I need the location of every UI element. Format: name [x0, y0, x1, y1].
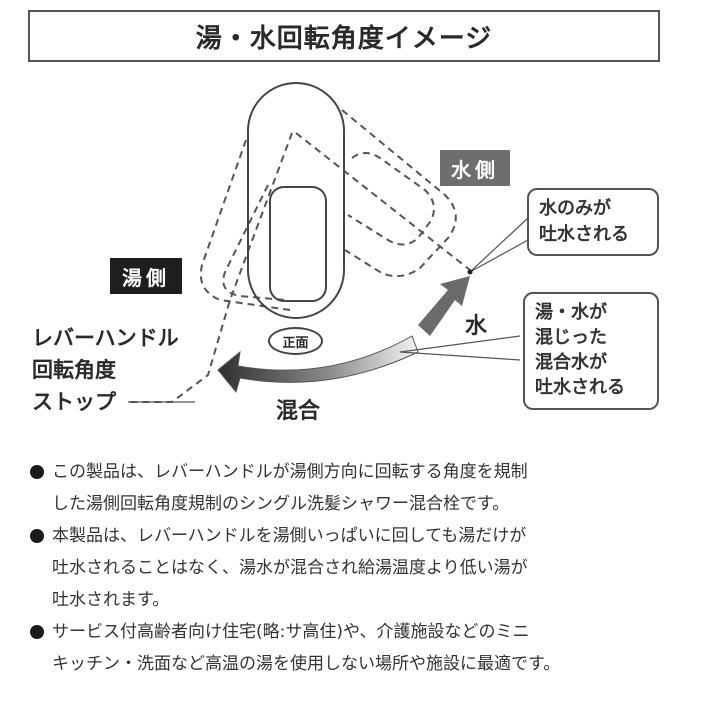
bullet-icon — [30, 456, 52, 520]
water-arrow — [418, 276, 470, 336]
leader-lines — [128, 217, 529, 403]
callout-line: 混合水が — [535, 352, 607, 373]
handle-water-position-outline — [295, 109, 471, 278]
note-line: 本製品は、レバーハンドルを湯側いっぱいに回しても湯だけが — [52, 526, 527, 546]
callout-water-only: 水のみが 吐水される — [527, 188, 659, 256]
note-line: した湯側回転角度規制のシングル洗髪シャワー混合栓です。 — [52, 494, 510, 514]
callout-line: 湯・水が — [535, 302, 607, 323]
bullet-icon — [30, 520, 52, 616]
note-line: 吐水されます。 — [52, 590, 170, 610]
mix-arrow — [217, 335, 419, 394]
front-badge: 正面 — [268, 327, 323, 355]
note-item: この製品は、レバーハンドルが湯側方向に回転する角度を規制 した湯側回転角度規制の… — [30, 456, 690, 520]
bullet-icon — [30, 616, 52, 680]
callout-mixed-water: 湯・水が 混じった 混合水が 吐水される — [523, 292, 659, 410]
water-side-tag: 水側 — [440, 150, 510, 186]
mix-label: 混合 — [276, 399, 321, 424]
notes-list: この製品は、レバーハンドルが湯側方向に回転する角度を規制 した湯側回転角度規制の… — [30, 456, 690, 680]
note-line: 吐水されることはなく、湯水が混合され給湯温度より低い湯が — [52, 558, 528, 578]
handle-grip-outline — [269, 186, 327, 302]
note-item: サービス付高齢者向け住宅(略:サ高住)や、介護施設などのミニ キッチン・洗面など… — [30, 616, 690, 680]
note-line: サービス付高齢者向け住宅(略:サ高住)や、介護施設などのミニ — [52, 622, 530, 642]
label-line: レバーハンドル — [32, 326, 179, 350]
title-box: 湯・水回転角度イメージ — [28, 10, 660, 62]
diagram-title: 湯・水回転角度イメージ — [195, 23, 493, 54]
water-label: 水 — [465, 314, 488, 339]
label-line: ストップ — [32, 390, 116, 414]
callout-line: 吐水される — [535, 377, 625, 398]
hot-side-tag: 湯側 — [110, 258, 182, 294]
label-line: 回転角度 — [32, 358, 116, 382]
note-line: キッチン・洗面など高温の湯を使用しない場所や施設に最適です。 — [52, 654, 561, 674]
callout-line: 吐水される — [539, 224, 629, 245]
handle-front-outline — [247, 82, 345, 319]
note-line: この製品は、レバーハンドルが湯側方向に回転する角度を規制 — [52, 462, 528, 482]
callout-line: 混じった — [535, 327, 607, 348]
note-item: 本製品は、レバーハンドルを湯側いっぱいに回しても湯だけが 吐水されることはなく、… — [30, 520, 690, 616]
callout-line: 水のみが — [539, 198, 611, 219]
lever-stop-label: レバーハンドル 回転角度 ストップ — [32, 322, 179, 418]
